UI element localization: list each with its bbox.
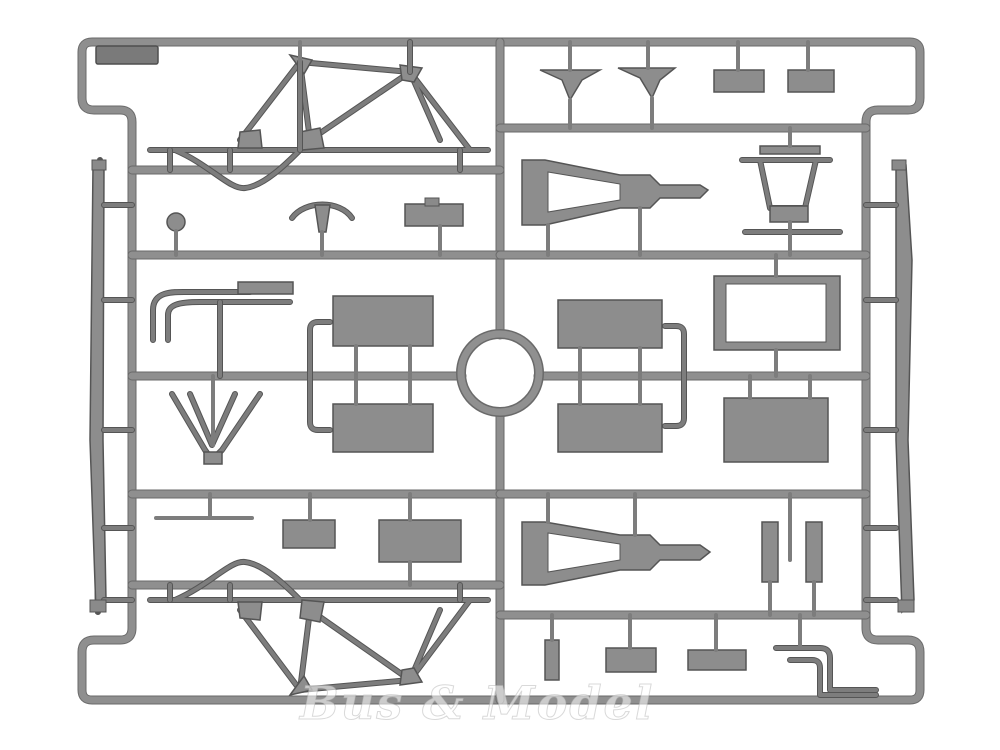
small-parts-row5-left	[154, 492, 462, 587]
a-arm-part-bottom	[521, 492, 712, 586]
runner-frame	[77, 37, 925, 705]
bent-rods	[307, 319, 687, 433]
uprights-right	[761, 492, 823, 617]
tank-panel-top-left	[332, 295, 434, 378]
small-parts-bottom-right	[544, 613, 879, 698]
tank-panel-top-right	[557, 299, 663, 378]
seat-bracket-part	[739, 126, 843, 257]
exhaust-pipe-part	[150, 281, 294, 379]
tank-panel-bottom-right	[557, 374, 663, 453]
frame-panel-right	[713, 253, 841, 378]
small-parts-top-right	[539, 40, 835, 130]
right-side-rail	[863, 159, 915, 614]
frame-part-bottom	[147, 558, 491, 697]
tank-panel-bottom-left	[332, 374, 434, 453]
frame-part-top	[147, 39, 491, 192]
sprue-label-tab	[95, 45, 159, 65]
a-arm-part-top	[521, 159, 710, 257]
box-part-right	[723, 374, 829, 463]
small-parts-row-left	[166, 197, 464, 257]
left-side-rail	[89, 157, 135, 615]
v-bracket-part	[169, 374, 263, 465]
